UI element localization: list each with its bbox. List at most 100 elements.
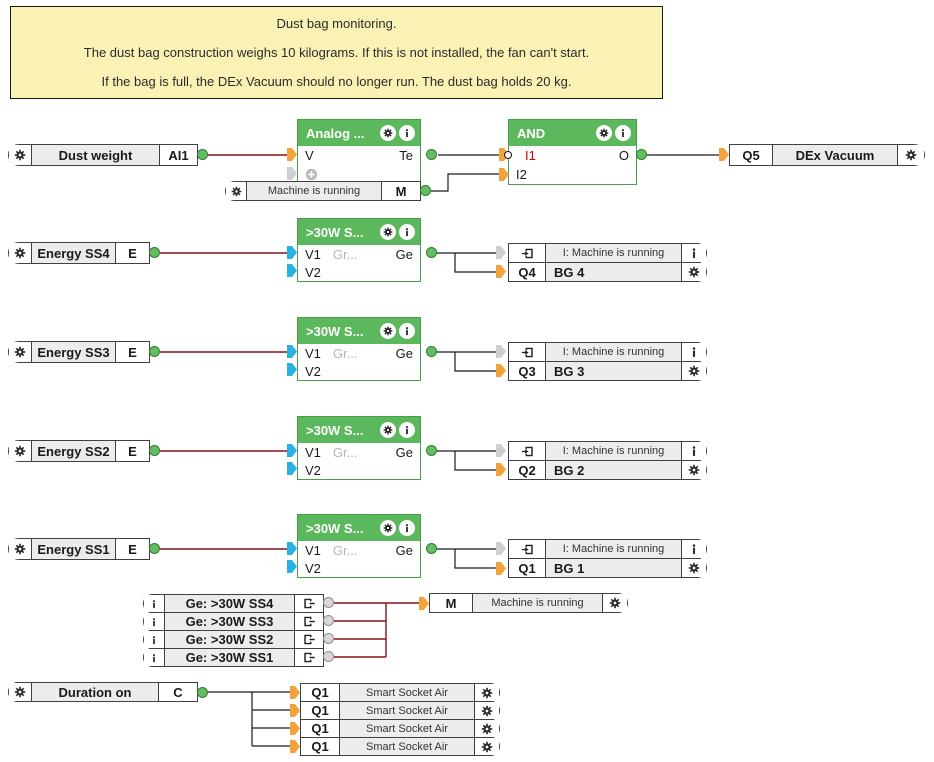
info-icon[interactable] <box>399 422 415 438</box>
input-arrow-orange[interactable] <box>290 740 300 753</box>
input-arrow-cyan[interactable] <box>287 264 297 277</box>
input-block-energy-ss2[interactable]: Energy SS2 E <box>8 440 150 462</box>
input-arrow-ghost[interactable] <box>287 167 297 180</box>
flag-input-block[interactable]: I: Machine is running <box>508 539 707 559</box>
gear-icon[interactable] <box>596 125 612 141</box>
input-arrow-orange[interactable] <box>290 722 300 735</box>
info-icon[interactable] <box>144 649 164 666</box>
negation-circle[interactable] <box>504 151 512 159</box>
output-block-bg4[interactable]: Q4 BG 4 <box>508 262 707 282</box>
gear-icon[interactable] <box>682 263 706 281</box>
input-arrow-orange[interactable] <box>419 597 429 610</box>
input-block-energy-ss1[interactable]: Energy SS1 E <box>8 538 150 560</box>
input-arrow-cyan[interactable] <box>287 560 297 573</box>
info-icon[interactable] <box>144 613 164 630</box>
connector-output-dot[interactable] <box>149 543 160 554</box>
analog-threshold-block[interactable]: Analog ... V Te <box>297 119 421 185</box>
connector-output-dot[interactable] <box>420 185 431 196</box>
gear-icon[interactable] <box>682 461 706 479</box>
gear-icon[interactable] <box>380 224 396 240</box>
connector-output-dot[interactable] <box>197 687 208 698</box>
connector-output-dot[interactable] <box>323 651 334 662</box>
gear-icon[interactable] <box>682 559 706 577</box>
and-block[interactable]: AND I1 O I2 <box>508 119 637 185</box>
comparator-block-ss3[interactable]: >30W S... V1 Gr... Ge V2 <box>297 317 421 381</box>
gear-icon[interactable] <box>226 182 246 200</box>
input-arrow-cyan[interactable] <box>287 246 297 259</box>
comment-note[interactable]: Dust bag monitoring. The dust bag constr… <box>10 6 663 99</box>
gear-icon[interactable] <box>475 684 499 701</box>
connector-output-dot[interactable] <box>323 615 334 626</box>
input-arrow-cyan[interactable] <box>287 345 297 358</box>
connector-output-dot[interactable] <box>426 346 437 357</box>
input-arrow-orange[interactable] <box>499 168 509 181</box>
info-icon[interactable] <box>399 125 415 141</box>
comparator-block-ss1[interactable]: >30W S... V1 Gr... Ge V2 <box>297 514 421 578</box>
output-block-dex-vacuum[interactable]: Q5 DEx Vacuum <box>729 144 925 166</box>
input-arrow-grey[interactable] <box>496 246 506 259</box>
info-icon[interactable] <box>144 595 164 612</box>
comparator-block-ss4[interactable]: >30W S... V1 Gr... Ge V2 <box>297 218 421 282</box>
input-block-duration-on[interactable]: Duration on C <box>8 682 198 702</box>
input-arrow-grey[interactable] <box>496 345 506 358</box>
input-block-energy-ss4[interactable]: Energy SS4 E <box>8 242 150 264</box>
connector-output-dot[interactable] <box>197 149 208 160</box>
info-icon[interactable] <box>399 323 415 339</box>
input-arrow-grey[interactable] <box>496 542 506 555</box>
gear-icon[interactable] <box>9 243 31 263</box>
input-arrow-orange[interactable] <box>719 148 729 161</box>
output-block-bg1[interactable]: Q1 BG 1 <box>508 558 707 578</box>
connector-output-dot[interactable] <box>323 633 334 644</box>
input-block-energy-ss3[interactable]: Energy SS3 E <box>8 341 150 363</box>
output-block-smart-socket[interactable]: Q1 Smart Socket Air <box>300 719 500 738</box>
add-input-icon[interactable] <box>305 168 318 181</box>
info-icon[interactable] <box>399 520 415 536</box>
connector-output-dot[interactable] <box>426 445 437 456</box>
gear-icon[interactable] <box>9 539 31 559</box>
flag-output-block-machine-is-running[interactable]: M Machine is running <box>429 593 628 613</box>
connector-output-dot[interactable] <box>149 445 160 456</box>
flag-input-block[interactable]: I: Machine is running <box>508 243 707 263</box>
output-block-bg2[interactable]: Q2 BG 2 <box>508 460 707 480</box>
info-icon[interactable] <box>682 540 706 558</box>
comparator-block-ss2[interactable]: >30W S... V1 Gr... Ge V2 <box>297 416 421 480</box>
input-arrow-cyan[interactable] <box>287 363 297 376</box>
gear-icon[interactable] <box>9 342 31 362</box>
input-arrow-cyan[interactable] <box>287 444 297 457</box>
input-arrow-orange[interactable] <box>287 148 297 161</box>
connector-output-dot[interactable] <box>426 543 437 554</box>
output-block-bg3[interactable]: Q3 BG 3 <box>508 361 707 381</box>
gear-icon[interactable] <box>9 145 31 165</box>
gear-icon[interactable] <box>475 720 499 737</box>
gear-icon[interactable] <box>9 441 31 461</box>
output-block-smart-socket[interactable]: Q1 Smart Socket Air <box>300 683 500 702</box>
input-arrow-orange[interactable] <box>496 562 506 575</box>
input-block-dust-weight[interactable]: Dust weight AI1 <box>8 144 198 166</box>
gear-icon[interactable] <box>682 362 706 380</box>
info-icon[interactable] <box>615 125 631 141</box>
ref-block-ge-ss4[interactable]: Ge: >30W SS4 <box>143 594 324 613</box>
info-icon[interactable] <box>399 224 415 240</box>
ref-block-ge-ss1[interactable]: Ge: >30W SS1 <box>143 648 324 667</box>
connector-output-dot[interactable] <box>323 597 334 608</box>
connector-output-dot[interactable] <box>149 247 160 258</box>
input-arrow-orange[interactable] <box>496 463 506 476</box>
gear-icon[interactable] <box>475 702 499 719</box>
ref-block-machine-is-running[interactable]: Machine is running M <box>225 181 421 201</box>
info-icon[interactable] <box>682 442 706 460</box>
connector-output-dot[interactable] <box>426 247 437 258</box>
gear-icon[interactable] <box>380 422 396 438</box>
output-block-smart-socket[interactable]: Q1 Smart Socket Air <box>300 737 500 756</box>
flag-input-block[interactable]: I: Machine is running <box>508 342 707 362</box>
info-icon[interactable] <box>682 244 706 262</box>
input-arrow-orange[interactable] <box>290 704 300 717</box>
gear-icon[interactable] <box>603 594 627 612</box>
flag-input-block[interactable]: I: Machine is running <box>508 441 707 461</box>
gear-icon[interactable] <box>380 520 396 536</box>
connector-output-dot[interactable] <box>636 149 647 160</box>
input-arrow-cyan[interactable] <box>287 462 297 475</box>
input-arrow-orange[interactable] <box>496 364 506 377</box>
info-icon[interactable] <box>682 343 706 361</box>
input-arrow-orange[interactable] <box>290 686 300 699</box>
input-arrow-orange[interactable] <box>496 265 506 278</box>
